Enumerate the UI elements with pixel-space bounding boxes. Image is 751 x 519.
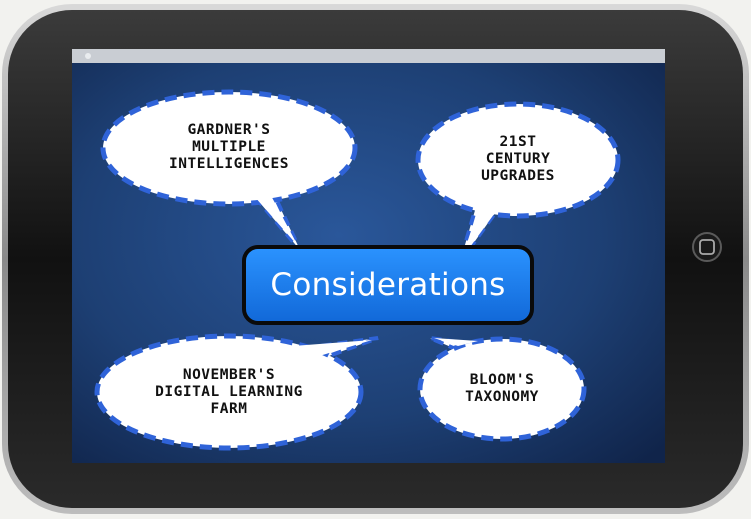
- home-button-icon[interactable]: [692, 232, 722, 262]
- status-bar-dot: [85, 53, 91, 59]
- status-bar: [72, 49, 665, 63]
- bubble-label-century: 21ST CENTURY UPGRADES: [481, 134, 555, 184]
- bubble-gardner: [100, 89, 358, 252]
- central-label: Considerations: [270, 267, 506, 303]
- bubble-bloom: [417, 336, 587, 442]
- bubble-label-bloom: BLOOM'S TAXONOMY: [465, 372, 539, 405]
- bubble-november: [94, 333, 379, 451]
- bubble-label-gardner: GARDNER'S MULTIPLE INTELLIGENCES: [169, 122, 289, 172]
- bubble-label-november: NOVEMBER'S DIGITAL LEARNING FARM: [155, 367, 303, 417]
- central-box: [242, 245, 534, 325]
